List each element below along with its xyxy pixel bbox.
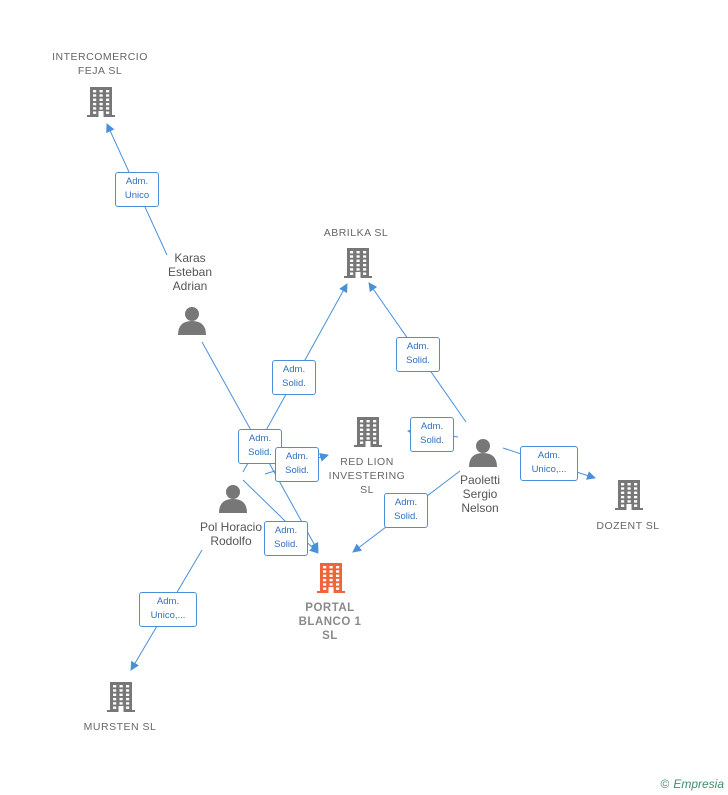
node-label-line: Adrian xyxy=(172,279,208,293)
edge-label-line: Unico xyxy=(124,190,150,201)
edge-label-line: Adm. xyxy=(420,421,444,432)
node-label-mursten[interactable]: MURSTEN SL xyxy=(70,720,170,734)
building-icon[interactable] xyxy=(344,248,372,278)
node-label-line: Paoletti xyxy=(459,473,501,487)
edge-label-line: Solid. xyxy=(274,539,298,550)
node-label-line: FEJA SL xyxy=(77,65,123,77)
person-icon[interactable] xyxy=(469,439,497,467)
node-label-abrilka[interactable]: ABRILKA SL xyxy=(301,226,411,240)
edge-label-line: Adm. xyxy=(285,451,309,462)
building-icon[interactable] xyxy=(107,682,135,712)
edge-label-line: Solid. xyxy=(420,435,444,446)
edge-label-line: Solid. xyxy=(282,378,306,389)
copyright-symbol: © xyxy=(660,777,670,791)
edge-label-line: Solid. xyxy=(394,511,418,522)
node-label-intercomercio[interactable]: INTERCOMERCIO FEJA SL xyxy=(40,50,160,78)
node-label-line: Pol Horacio xyxy=(199,520,263,534)
edge-label-line: Adm. xyxy=(125,176,149,187)
node-label-line: Karas xyxy=(174,251,206,265)
edge-label-pol-mursten[interactable]: Adm. Unico,... xyxy=(139,592,197,627)
edge-label-line: Adm. xyxy=(274,525,298,536)
edge-label-line: Solid. xyxy=(285,465,309,476)
node-label-line: Nelson xyxy=(461,501,499,515)
edge-label-paoletti-redlion[interactable]: Adm. Solid. xyxy=(410,417,454,452)
node-label-line: Sergio xyxy=(462,487,498,501)
node-label-line: BLANCO 1 xyxy=(298,616,362,628)
node-label-line: DOZENT SL xyxy=(596,520,660,532)
node-label-line: INVESTERING xyxy=(328,470,406,482)
brand-name: Empresia xyxy=(673,777,724,791)
edge-label-line: Unico,... xyxy=(531,464,567,475)
building-icon[interactable] xyxy=(354,417,382,447)
node-label-line: SL xyxy=(360,484,374,496)
edge-label-line: Adm. xyxy=(406,341,430,352)
building-icon[interactable] xyxy=(615,480,643,510)
edge-label-line: Adm. xyxy=(156,596,180,607)
edge-label-line: Solid. xyxy=(248,447,272,458)
node-label-line: Esteban xyxy=(167,265,213,279)
edge-label-karas-portal[interactable]: Adm. Solid. xyxy=(238,429,282,464)
node-label-line: RED LION xyxy=(340,456,394,468)
node-label-line: PORTAL xyxy=(305,602,355,614)
building-icon[interactable] xyxy=(317,563,345,593)
edge-label-line: Adm. xyxy=(394,497,418,508)
node-label-line: MURSTEN SL xyxy=(83,721,157,733)
node-label-redlion[interactable]: RED LION INVESTERING SL xyxy=(312,455,422,497)
edges-layer xyxy=(106,123,596,671)
nodes-layer xyxy=(87,87,643,712)
building-icon[interactable] xyxy=(87,87,115,117)
node-label-line: Rodolfo xyxy=(210,534,252,548)
person-icon[interactable] xyxy=(178,307,206,335)
node-label-line: SL xyxy=(322,630,338,642)
edge-label-line: Solid. xyxy=(406,355,430,366)
node-label-line: ABRILKA SL xyxy=(323,227,389,239)
node-label-line: INTERCOMERCIO xyxy=(52,51,148,63)
edge-label-paoletti-dozent[interactable]: Adm. Unico,... xyxy=(520,446,578,481)
edge-label-pol-redlion[interactable]: Adm. Solid. xyxy=(275,447,319,482)
edge-label-line: Adm. xyxy=(537,450,561,461)
edge-label-line: Unico,... xyxy=(150,610,186,621)
edge-label-line: Adm. xyxy=(248,433,272,444)
edge-label-paoletti-abrilka[interactable]: Adm. Solid. xyxy=(396,337,440,372)
edge-label-paoletti-portal[interactable]: Adm. Solid. xyxy=(384,493,428,528)
footer-brand[interactable]: ©Empresia xyxy=(660,777,724,791)
edge-label-pol-portal[interactable]: Adm. Solid. xyxy=(264,521,308,556)
node-label-portal[interactable]: PORTAL BLANCO 1 SL xyxy=(280,601,380,643)
edge-label-line: Adm. xyxy=(282,364,306,375)
edge-label-pol-abrilka[interactable]: Adm. Solid. xyxy=(272,360,316,395)
edge-label-karas-intercomercio[interactable]: Adm. Unico xyxy=(115,172,159,207)
person-icon[interactable] xyxy=(219,485,247,513)
node-label-dozent[interactable]: DOZENT SL xyxy=(578,519,678,533)
